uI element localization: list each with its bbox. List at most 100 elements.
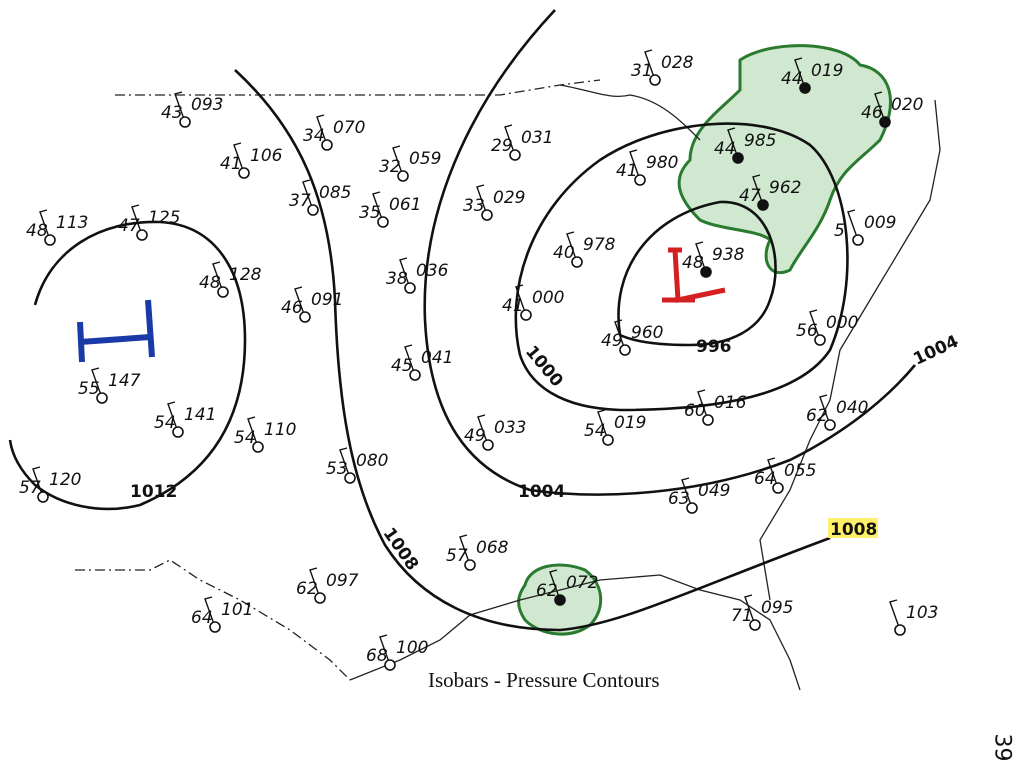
station-pressure: 080 bbox=[356, 451, 388, 471]
station-temperature: 62 bbox=[296, 579, 318, 599]
station-circle bbox=[757, 199, 769, 211]
station-temperature: 41 bbox=[616, 161, 638, 181]
station-pressure: 095 bbox=[761, 598, 793, 618]
isobar-label-1000: 1000 bbox=[521, 342, 567, 391]
station-circle bbox=[238, 167, 250, 179]
station-circle bbox=[772, 482, 784, 494]
station-temperature: 54 bbox=[584, 421, 606, 441]
wind-barb bbox=[847, 209, 859, 241]
station-temperature: 33 bbox=[463, 196, 485, 216]
wind-barb bbox=[697, 389, 709, 421]
isobar-label-1008-highlighted: 1008 bbox=[830, 520, 877, 540]
station-temperature: 32 bbox=[379, 157, 401, 177]
station-pressure: 019 bbox=[614, 413, 646, 433]
station-circle bbox=[634, 174, 646, 186]
station-temperature: 34 bbox=[303, 126, 325, 146]
station-circle bbox=[894, 624, 906, 636]
station-pressure: 040 bbox=[836, 398, 868, 418]
station-circle bbox=[571, 256, 583, 268]
wind-barb bbox=[695, 241, 707, 273]
station-pressure: 985 bbox=[744, 131, 776, 151]
wind-barb bbox=[379, 634, 391, 666]
wind-barb bbox=[39, 209, 51, 241]
isobar-label-1012: 1012 bbox=[130, 482, 177, 502]
station-circle bbox=[314, 592, 326, 604]
isobar-996 bbox=[617, 200, 777, 347]
station-pressure: 100 bbox=[396, 638, 428, 658]
station-pressure: 029 bbox=[493, 188, 525, 208]
station-pressure: 110 bbox=[264, 420, 296, 440]
station-temperature: 68 bbox=[366, 646, 388, 666]
station-temperature: 55 bbox=[78, 379, 100, 399]
map-title: Isobars - Pressure Contours bbox=[428, 668, 660, 692]
station-temperature: 44 bbox=[781, 69, 803, 89]
station-circle bbox=[852, 234, 864, 246]
station-plot: 45 041 bbox=[391, 344, 453, 381]
wind-barb bbox=[809, 309, 821, 341]
isobar-label-1004-east: 1004 bbox=[910, 331, 961, 369]
wind-barb bbox=[212, 261, 224, 293]
station-pressure: 033 bbox=[494, 418, 526, 438]
station-pressure: 061 bbox=[389, 195, 421, 215]
station-plot: 33 029 bbox=[463, 184, 525, 221]
station-circle bbox=[217, 286, 229, 298]
station-circle bbox=[749, 619, 761, 631]
station-temperature: 48 bbox=[682, 253, 704, 273]
wind-barb bbox=[681, 477, 693, 509]
precip-area-northeast bbox=[677, 44, 892, 275]
wind-barb bbox=[767, 457, 779, 489]
station-circle bbox=[700, 266, 712, 278]
station-pressure: 960 bbox=[631, 323, 663, 343]
gulf-coast bbox=[349, 574, 801, 691]
station-circle bbox=[404, 282, 416, 294]
wind-barb bbox=[794, 57, 806, 89]
station-pressure: 147 bbox=[108, 371, 141, 391]
wind-barb bbox=[597, 409, 609, 441]
station-temperature: 49 bbox=[464, 426, 486, 446]
station-temperature: 46 bbox=[281, 298, 303, 318]
station-temperature: 60 bbox=[684, 401, 706, 421]
station-pressure: 120 bbox=[49, 470, 81, 490]
station-circle bbox=[37, 491, 49, 503]
station-pressure: 049 bbox=[698, 481, 730, 501]
station-pressure: 000 bbox=[532, 288, 564, 308]
page-number: 39 bbox=[989, 733, 1015, 762]
station-circle bbox=[509, 149, 521, 161]
wind-barb bbox=[167, 401, 179, 433]
station-circle bbox=[879, 116, 891, 128]
wind-barb bbox=[874, 91, 886, 123]
station-temperature: 41 bbox=[220, 154, 242, 174]
station-temperature: 45 bbox=[391, 356, 413, 376]
station-pressure: 031 bbox=[521, 128, 553, 148]
station-temperature: 43 bbox=[161, 103, 183, 123]
station-circle bbox=[602, 434, 614, 446]
station-pressure: 028 bbox=[661, 53, 694, 73]
station-plot: 41 106 bbox=[220, 142, 283, 179]
low-pressure-symbol bbox=[662, 247, 726, 304]
wind-barb bbox=[727, 127, 739, 159]
station-circle bbox=[209, 621, 221, 633]
station-pressure: 106 bbox=[250, 146, 283, 166]
station-pressure: 041 bbox=[421, 348, 453, 368]
wind-barb bbox=[459, 534, 471, 566]
station-circle bbox=[482, 439, 494, 451]
station-temperature: 47 bbox=[118, 216, 140, 236]
wind-barb bbox=[91, 367, 103, 399]
